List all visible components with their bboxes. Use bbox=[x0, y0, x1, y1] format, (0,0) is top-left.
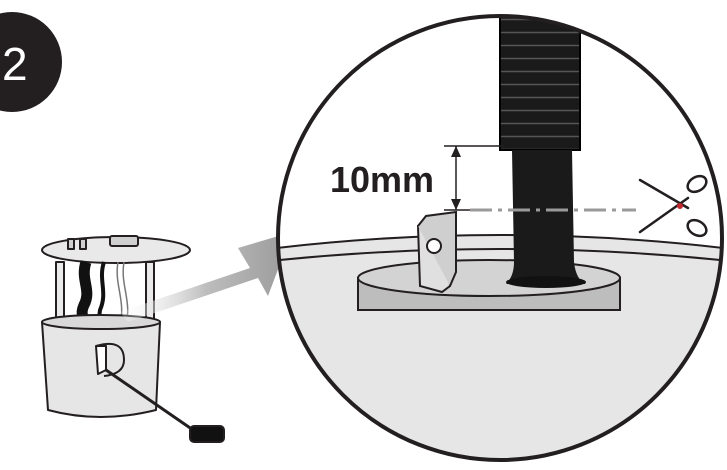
bracket-tab bbox=[416, 210, 457, 294]
corrugated-hose bbox=[499, 16, 586, 288]
magnified-detail bbox=[276, 14, 724, 462]
step-badge: 2 bbox=[0, 12, 62, 112]
dimension-marker bbox=[444, 145, 504, 211]
scissors-icon bbox=[638, 174, 708, 238]
fuel-pump-module bbox=[41, 235, 225, 443]
step-number: 2 bbox=[2, 38, 28, 90]
measurement-label: 10mm bbox=[330, 159, 434, 200]
zoom-arrow bbox=[120, 232, 292, 322]
